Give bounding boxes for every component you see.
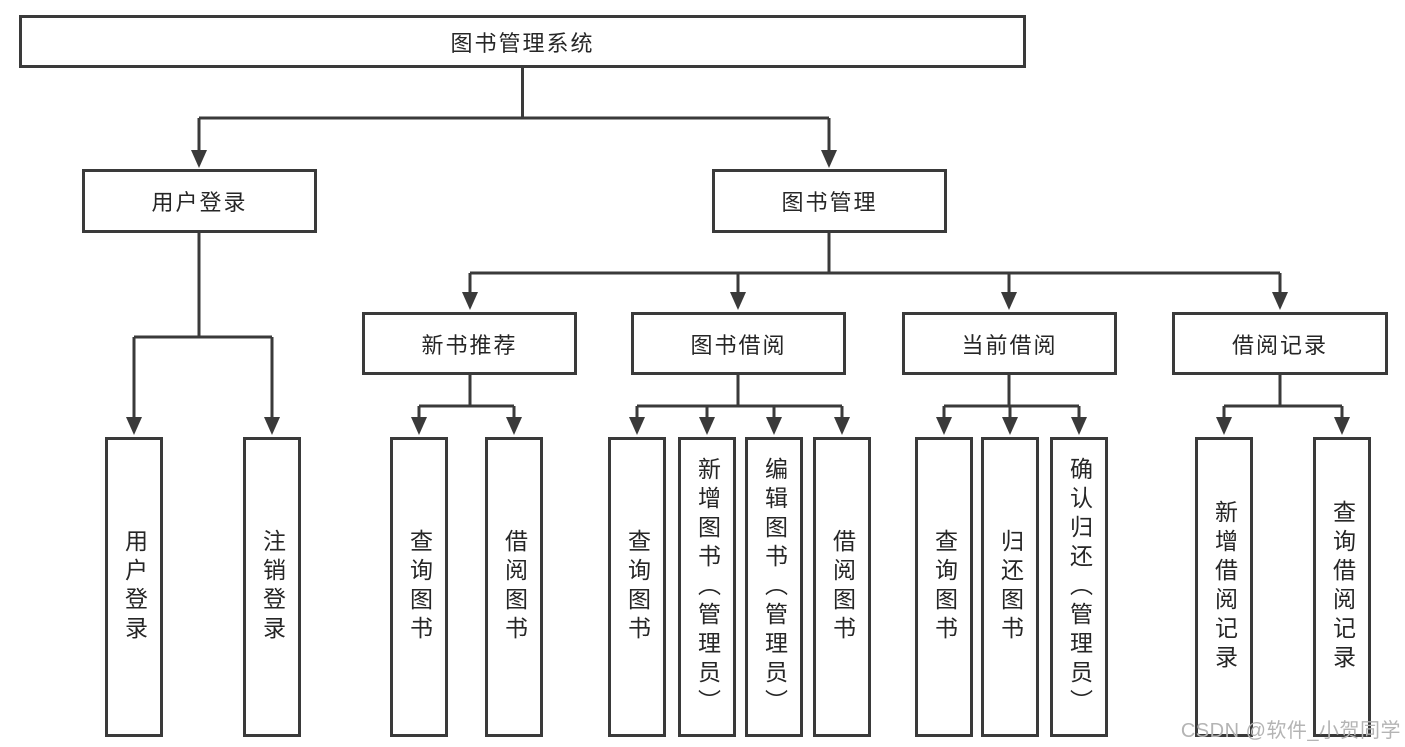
leaf-confirm-return-admin: 确认归还（管理员） (1050, 437, 1108, 737)
leaf-return-book: 归还图书 (981, 437, 1039, 737)
node-current-borrowing: 当前借阅 (902, 312, 1117, 375)
leaf-add-borrow-record: 新增借阅记录 (1195, 437, 1253, 737)
node-new-book-recommendation: 新书推荐 (362, 312, 577, 375)
leaf-logout: 注销登录 (243, 437, 301, 737)
leaf-borrow-books-recommend: 借阅图书 (485, 437, 543, 737)
node-book-management: 图书管理 (712, 169, 947, 233)
leaf-borrow-books: 借阅图书 (813, 437, 871, 737)
node-book-borrowing: 图书借阅 (631, 312, 846, 375)
leaf-query-borrow-record: 查询借阅记录 (1313, 437, 1371, 737)
leaf-query-books-recommend: 查询图书 (390, 437, 448, 737)
leaf-user-login: 用户登录 (105, 437, 163, 737)
node-borrowing-records: 借阅记录 (1172, 312, 1388, 375)
csdn-watermark: CSDN @软件_小贺同学 (1180, 720, 1401, 742)
node-library-management-system: 图书管理系统 (19, 15, 1026, 68)
leaf-query-books-borrow: 查询图书 (608, 437, 666, 737)
leaf-query-books-current: 查询图书 (915, 437, 973, 737)
leaf-edit-book-admin: 编辑图书（管理员） (745, 437, 803, 737)
leaf-add-book-admin: 新增图书（管理员） (678, 437, 736, 737)
node-user-login: 用户登录 (82, 169, 317, 233)
